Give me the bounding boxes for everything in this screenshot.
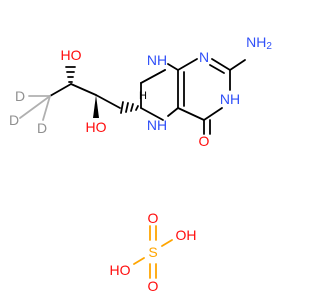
wedge-c1prime-oh (93, 95, 99, 118)
bond-c3prime-cd3 (49, 83, 72, 97)
atom-oh-c2prime: HO (61, 47, 82, 63)
bond-c2-nh2 (229, 59, 246, 71)
molecule-1-labels: NH NH N NH NH2 O HO HO H D D D (9, 34, 272, 149)
bond-c1prime-c2prime (95, 94, 121, 109)
atom-d1: D (15, 88, 25, 104)
atom-n1: N (199, 49, 209, 65)
atom-o4: O (199, 133, 210, 149)
atom-o-top: O (148, 210, 159, 226)
bond-c8a-n8 (167, 63, 179, 71)
atom-n8: NH (147, 52, 167, 68)
bond-c4a-n5 (167, 107, 179, 117)
bond-c4-c4a (177, 107, 205, 121)
bond-n3-c4 (203, 107, 223, 121)
bond-n1-c2-double (209, 64, 225, 74)
bond-c-d3 (42, 95, 51, 121)
atom-oh-c1prime: HO (86, 119, 107, 135)
atom-n5: NH (147, 117, 167, 133)
atom-oh-right: OH (176, 227, 197, 243)
bond-c8a-n1 (177, 58, 198, 71)
sulfate-bonds (133, 225, 173, 279)
bond-n8-c7 (140, 69, 166, 84)
atom-h6: H (139, 90, 147, 102)
pteridine-bonds (140, 58, 246, 135)
bond-n1-c2 (211, 58, 231, 71)
bond-s-oh-left (133, 257, 145, 265)
atom-o-bottom: O (148, 278, 159, 294)
molecule-2-labels: S O O OH HO (110, 210, 197, 294)
atom-nh2: NH2 (246, 34, 272, 52)
hashed-wedge-c6 (120, 101, 139, 114)
bond-c6-n5 (140, 107, 164, 121)
atom-d3: D (37, 120, 47, 136)
bond-s-oh-right (161, 239, 173, 247)
hashed-wedge-c2prime (65, 66, 76, 83)
atom-n3: NH (220, 91, 240, 107)
atom-s: S (148, 244, 157, 260)
side-chain-bonds (19, 66, 139, 121)
atom-oh-left: HO (110, 262, 131, 278)
bond-c2prime-c3prime (70, 83, 97, 96)
chemical-structure-canvas: NH NH N NH NH2 O HO HO H D D D S O O OH … (9, 34, 272, 294)
bond-c-d2 (19, 95, 51, 119)
atom-d2: D (9, 112, 19, 128)
